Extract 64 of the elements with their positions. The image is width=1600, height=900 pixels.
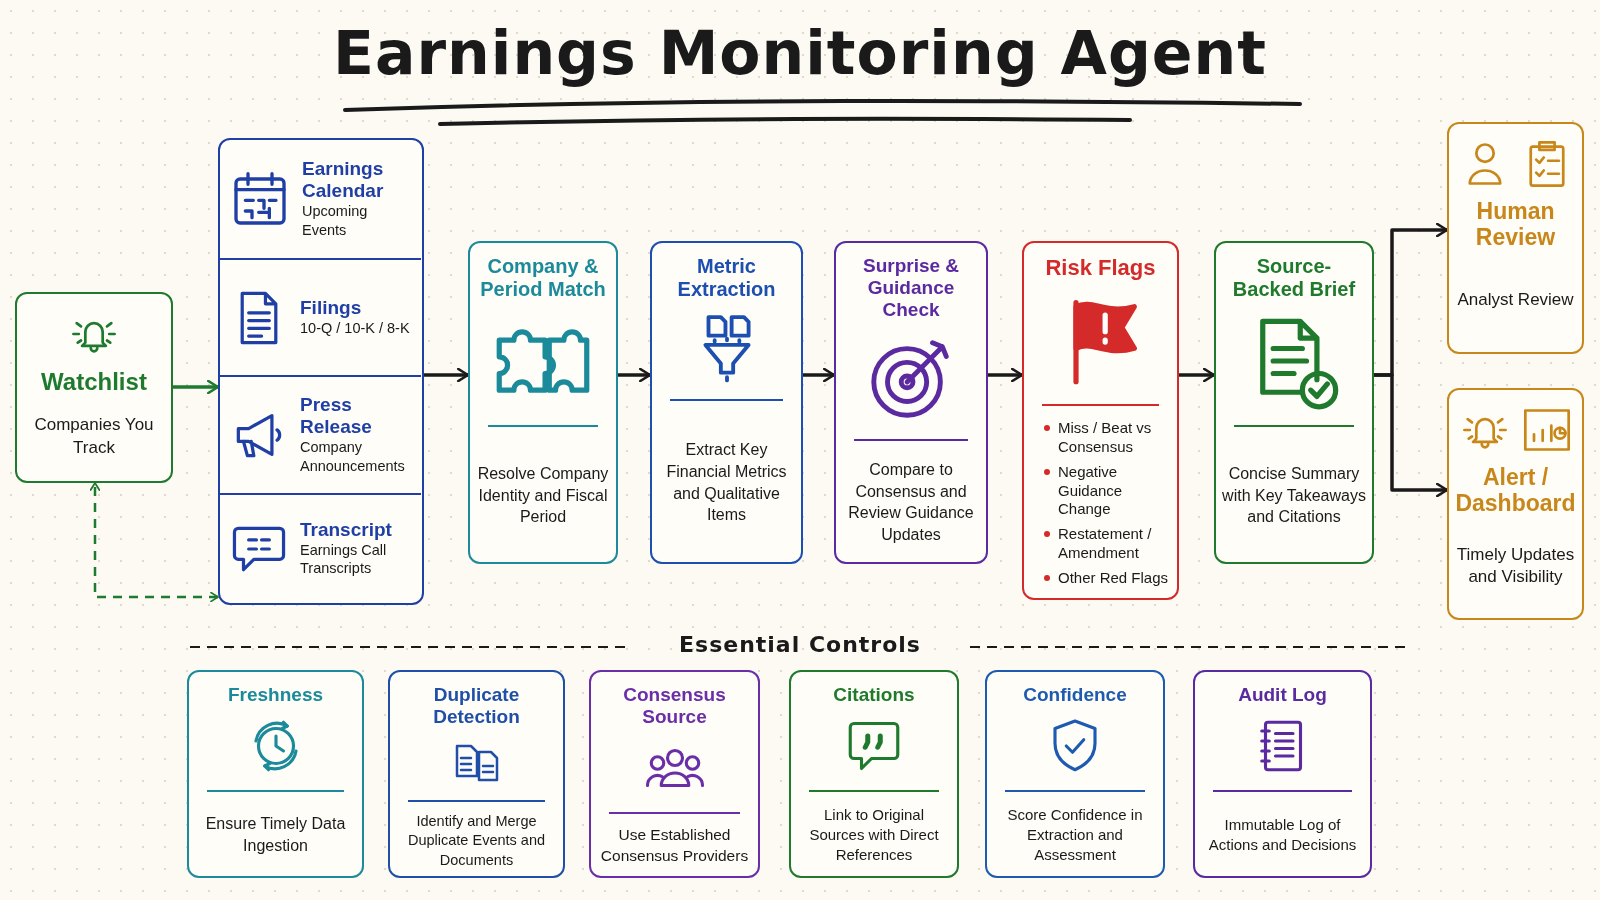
section-description: Company Announcements: [300, 438, 406, 476]
section-heading: Essential Controls: [678, 632, 922, 657]
node-description: Immutable Log of Actions and Decisions: [1207, 814, 1358, 855]
process-box: [1447, 122, 1584, 354]
arrow: [1374, 373, 1449, 498]
process-box: [1214, 241, 1374, 564]
process-box: [1022, 241, 1179, 600]
control-card: [589, 670, 760, 878]
control-card: [388, 670, 565, 878]
process-box: [834, 241, 988, 564]
node-description: Link to Original Sources with Direct References: [808, 804, 940, 866]
process-box: [15, 292, 173, 483]
node-description: Resolve Company Identity and Fiscal Period: [476, 464, 610, 528]
process-box: [1447, 388, 1584, 620]
section-title: Transcript: [300, 518, 392, 541]
node-description: Use Established Consensus Providers: [599, 824, 750, 866]
node-description: Extract Key Financial Metrics and Qualitative Items: [665, 440, 788, 526]
node-title: Confidence: [1023, 684, 1127, 706]
node-title: Consensus Source: [622, 684, 727, 728]
node-title: Source-Backed Brief: [1231, 255, 1357, 301]
node-description: Score Confidence in Extraction and Assessment: [1006, 804, 1144, 866]
node-description: Timely Updates and Visibility: [1455, 543, 1576, 589]
node-title: Human Review: [1474, 198, 1557, 251]
control-card: [985, 670, 1165, 878]
section-description: 10-Q / 10-K / 8-K: [300, 319, 410, 338]
arrow: [618, 367, 652, 383]
flag-item: Negative Guidance Change: [1042, 462, 1171, 520]
node-title: Watchlist: [41, 368, 147, 396]
title: Earnings Monitoring Agent: [333, 18, 1267, 88]
node-description: Companies You Track: [33, 414, 155, 460]
node-description: Concise Summary with Key Takeaways and Citations: [1222, 464, 1366, 528]
node-title: Audit Log: [1238, 684, 1327, 706]
arrow: [988, 367, 1024, 383]
flag-item: Other Red Flags: [1042, 568, 1171, 588]
process-box: [468, 241, 618, 564]
control-card: [1193, 670, 1372, 878]
section-title: Earnings Calendar: [302, 158, 385, 202]
node-description: Compare to Consensus and Review Guidance Updates: [847, 460, 975, 545]
node-title: Citations: [833, 684, 915, 706]
node-title: Company & Period Match: [479, 255, 607, 301]
arrow: [1179, 367, 1216, 383]
node-title: Alert / Dashboard: [1455, 464, 1576, 517]
node-title: Risk Flags: [1045, 255, 1156, 281]
node-description: Ensure Timely Data Ingestion: [204, 814, 347, 856]
arrow: [173, 379, 220, 395]
section-description: Upcoming Events: [302, 202, 369, 240]
flag-item: Restatement / Amendment: [1042, 525, 1171, 563]
node-title: Freshness: [227, 684, 323, 706]
node-description: Identify and Merge Duplicate Events and Documents: [407, 811, 546, 870]
node-title: Surprise & Guidance Check: [861, 255, 961, 321]
dashed-arrow: [89, 482, 219, 603]
section-title: Filings: [300, 297, 362, 319]
node-title: Metric Extraction: [676, 255, 777, 301]
control-card: [187, 670, 364, 878]
node-description: Analyst Review: [1457, 288, 1574, 311]
arrow: [803, 367, 836, 383]
source-group-box: [218, 138, 424, 605]
section-title: Press Release: [300, 394, 373, 438]
control-card: [789, 670, 959, 878]
node-title: Duplicate Detection: [432, 684, 521, 728]
arrow: [424, 367, 470, 383]
section-description: Earnings Call Transcripts: [300, 540, 388, 579]
flag-item: Miss / Beat vs Consensus: [1042, 419, 1171, 457]
process-box: [650, 241, 803, 564]
